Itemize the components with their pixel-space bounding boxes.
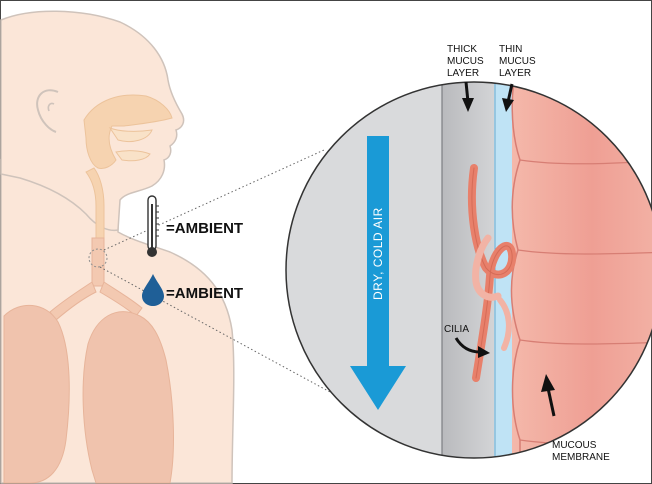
mucous-membrane-label-line1: MUCOUS [552,440,597,451]
mucous-membrane-label-line2: MEMBRANE [552,452,610,463]
thin-mucus-label-line3: LAYER [499,68,531,79]
thin-mucus-label-line1: THIN [499,44,522,55]
thick-mucus-label-line2: MUCUS [447,56,484,67]
airflow-label: DRY, COLD AIR [371,207,385,300]
thin-mucus-label-line2: MUCUS [499,56,536,67]
left-lung [4,305,69,483]
thick-mucus-label-line3: LAYER [447,68,479,79]
cilia-label: CILIA [444,324,469,335]
ambient-temperature-label: =AMBIENT [166,220,243,237]
thick-mucus-label-line1: THICK [447,44,477,55]
trachea [92,238,104,286]
ambient-humidity-label: =AMBIENT [166,285,243,302]
